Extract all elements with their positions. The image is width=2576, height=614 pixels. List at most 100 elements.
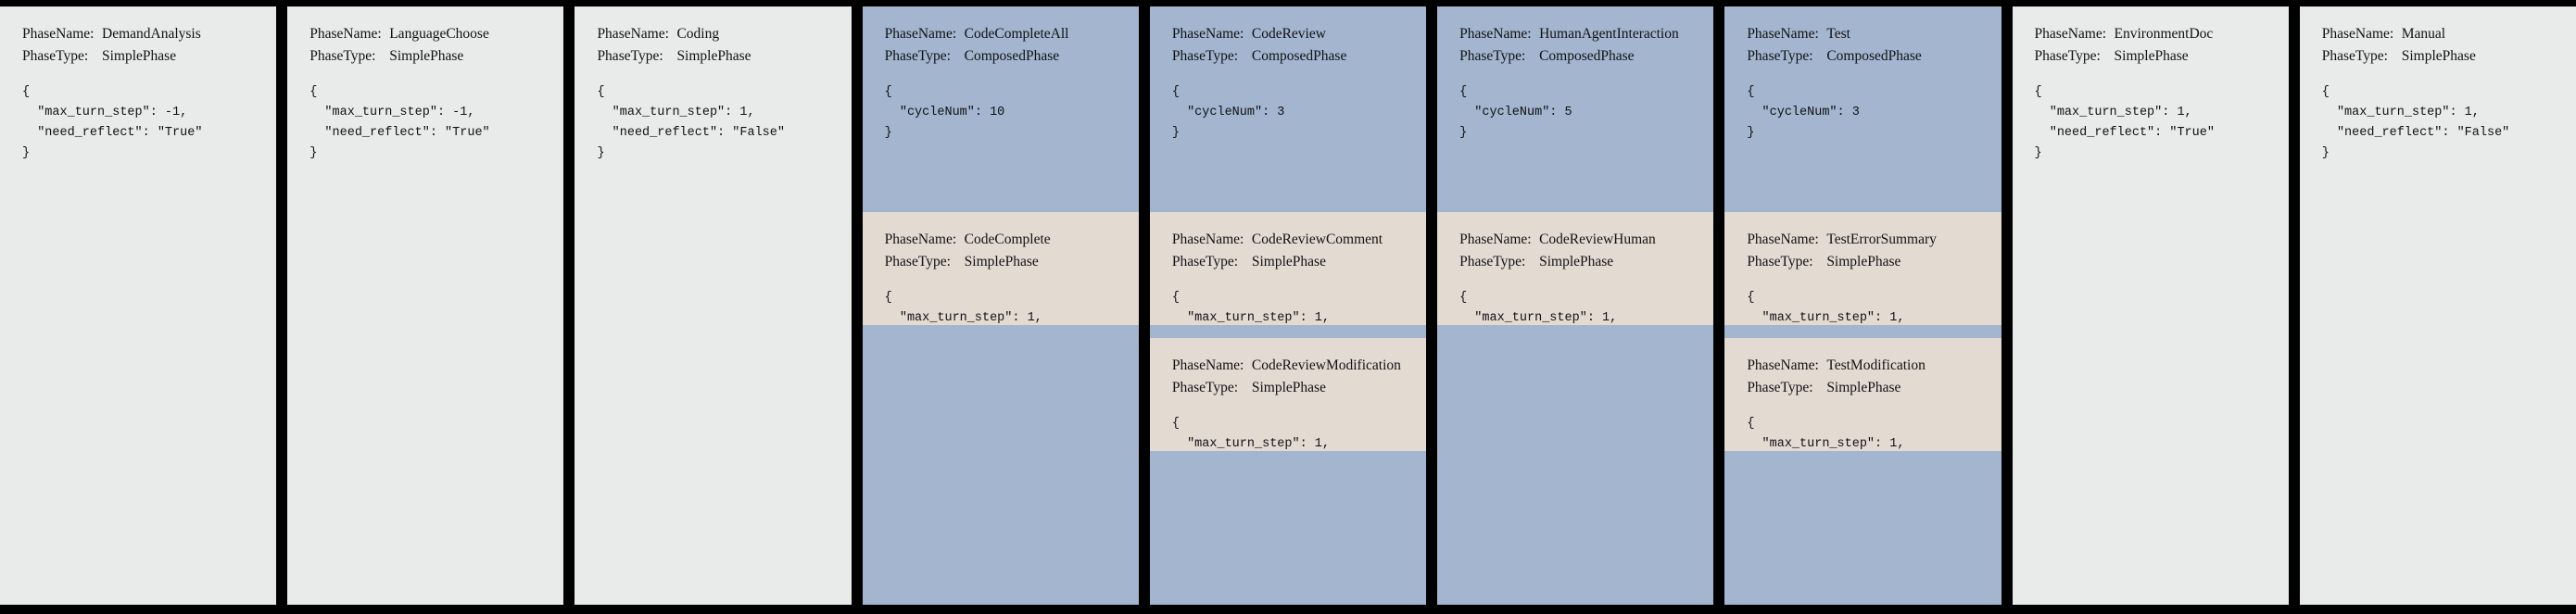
phase-type-value: SimplePhase	[2401, 47, 2476, 64]
phase-type-row: PhaseType:SimplePhase	[597, 45, 828, 68]
subphase-panel-codecomplete[interactable]: PhaseName: CodeComplete PhaseType: SimpleP…	[862, 212, 1139, 366]
composed-phase-filler	[1437, 325, 1714, 605]
phase-type-label: PhaseType:	[1171, 253, 1239, 269]
phase-type-value: SimplePhase	[102, 47, 177, 64]
phase-card-coding[interactable]: PhaseName:Coding PhaseType:SimplePhase {…	[575, 6, 852, 605]
phase-type-label: PhaseType:	[2321, 47, 2388, 64]
phase-type-row: PhaseType: ComposedPhase	[1747, 45, 1978, 68]
subphase-name-value: CodeComplete	[964, 232, 1051, 247]
phase-type-label: PhaseType:	[1171, 47, 1239, 64]
phase-config-json: { "max_turn_step": -1, "need_reflect": "…	[22, 85, 203, 160]
phase-name-row: PhaseName:Manual	[2322, 23, 2554, 45]
phase-name-label: PhaseName:	[1747, 26, 1819, 42]
phase-type-value: SimplePhase	[389, 47, 464, 64]
phase-name-value: CodeCompleteAll	[964, 26, 1069, 42]
subphase-type-value: SimplePhase	[1251, 253, 1326, 269]
subphase-type-value: SimplePhase	[964, 253, 1039, 269]
phase-name-label: PhaseName:	[884, 232, 957, 247]
phase-type-label: PhaseType:	[884, 253, 951, 269]
composed-phase-filler	[862, 325, 1139, 605]
subphase-name-value: TestErrorSummary	[1826, 232, 1937, 247]
phase-config-json: { "max_turn_step": 1, "need_reflect": "F…	[2321, 85, 2510, 160]
phase-name-label: PhaseName:	[597, 26, 669, 42]
phase-type-label: PhaseType:	[597, 47, 663, 64]
phase-panel-main: PhaseName: Test PhaseType: ComposedPhase {…	[1724, 6, 2001, 212]
phase-name-label: PhaseName:	[1171, 357, 1244, 373]
phase-name-label: PhaseName:	[884, 26, 957, 42]
subphase-type-row: PhaseType: SimplePhase	[1747, 377, 1978, 399]
subphase-name-value: CodeReviewComment	[1251, 232, 1383, 247]
phase-type-row: PhaseType:SimplePhase	[22, 45, 254, 68]
phase-name-label: PhaseName:	[309, 26, 382, 42]
phase-type-label: PhaseType:	[1459, 47, 1526, 64]
phase-name-row: PhaseName:DemandAnalysis	[22, 23, 254, 45]
phase-type-row: PhaseType:ComposedPhase	[1172, 45, 1404, 68]
subphase-panel-codereviewhuman[interactable]: PhaseName:CodeReviewHuman PhaseType: Simp…	[1437, 212, 1714, 366]
phase-type-value: ComposedPhase	[1539, 47, 1635, 64]
phase-name-label: PhaseName:	[2034, 26, 2107, 42]
phase-card-codereview[interactable]: PhaseName: CodeReview PhaseType:ComposedP…	[1149, 6, 1427, 605]
phase-type-label: PhaseType:	[2034, 47, 2101, 64]
subphase-name-row: PhaseName:CodeReviewHuman	[1459, 229, 1691, 251]
phase-type-label: PhaseType:	[309, 47, 376, 64]
phase-config-json: { "max_turn_step": 1, "need_reflect": "F…	[597, 85, 785, 160]
phase-type-label: PhaseType:	[1747, 379, 1813, 395]
phase-type-row: PhaseType:ComposedPhase	[885, 45, 1117, 68]
subphase-type-row: PhaseType: SimplePhase	[1747, 251, 1978, 273]
phase-type-row: PhaseType: ComposedPhase	[1459, 45, 1691, 68]
subphase-type-value: SimplePhase	[1826, 253, 1901, 269]
phase-name-value: Manual	[2401, 26, 2446, 42]
phase-card-manual[interactable]: PhaseName:Manual PhaseType: SimplePhase {…	[2299, 6, 2576, 605]
phase-name-value: EnvironmentDoc	[2114, 26, 2214, 42]
subphase-panel-testmodification[interactable]: PhaseName:TestModification PhaseType: Sim…	[1724, 338, 2001, 492]
subphase-name-row: PhaseName: TestErrorSummary	[1747, 229, 1978, 251]
phase-type-label: PhaseType:	[1459, 253, 1526, 269]
subphase-type-value: SimplePhase	[1539, 253, 1614, 269]
subphase-name-value: CodeReviewModification	[1251, 357, 1401, 373]
phase-config-json: { "cycleNum": 3 }	[1171, 85, 1285, 140]
phase-config-json: { "cycleNum": 5 }	[1459, 85, 1572, 140]
subphase-type-value: SimplePhase	[1826, 379, 1901, 395]
subphase-divider	[1149, 325, 1427, 338]
subphase-panel-codereviewcomment[interactable]: PhaseName:CodeReviewComment PhaseType: Si…	[1149, 212, 1427, 366]
subphase-type-row: PhaseType: SimplePhase	[1459, 251, 1691, 273]
subphase-name-row: PhaseName:TestModification	[1747, 355, 1978, 377]
phase-name-label: PhaseName:	[1747, 232, 1819, 247]
subphase-panel-testerrorsummary[interactable]: PhaseName: TestErrorSummary PhaseType: Sim…	[1724, 212, 2001, 366]
phase-name-value: CodeReview	[1251, 26, 1326, 42]
subphase-panel-codereviewmodification[interactable]: PhaseName: CodeReviewModification PhaseTy…	[1149, 338, 1427, 492]
subphase-divider	[1724, 325, 2001, 338]
phase-config-json: { "max_turn_step": 1, "need_reflect": "T…	[2034, 85, 2215, 160]
phase-config-json: { "cycleNum": 10 }	[884, 85, 1005, 140]
subphase-type-row: PhaseType: SimplePhase	[885, 251, 1117, 273]
subphase-name-row: PhaseName: CodeComplete	[885, 229, 1117, 251]
phase-name-row: PhaseName: CodeCompleteAll	[885, 23, 1117, 45]
phase-card-languagechoose[interactable]: PhaseName: LanguageChoose PhaseType: Simpl…	[287, 6, 564, 605]
composed-phase-filler	[1724, 451, 2001, 605]
subphase-name-row: PhaseName:CodeReviewComment	[1172, 229, 1404, 251]
phase-name-label: PhaseName:	[1747, 357, 1819, 373]
subphase-name-row: PhaseName: CodeReviewModification	[1172, 355, 1404, 377]
phase-name-row: PhaseName: HumanAgentInteraction	[1459, 23, 1691, 45]
phase-config-json: { "max_turn_step": -1, "need_reflect": "…	[309, 85, 490, 160]
phase-name-label: PhaseName:	[1459, 26, 1532, 42]
phase-card-test[interactable]: PhaseName: Test PhaseType: ComposedPhase {…	[1724, 6, 2001, 605]
phase-panel-main: PhaseName:CodeReview PhaseType:ComposedP…	[1149, 6, 1427, 212]
phase-name-value: LanguageChoose	[389, 26, 489, 42]
phase-name-value: Test	[1826, 26, 1850, 42]
phase-name-value: HumanAgentInteraction	[1539, 26, 1679, 42]
phase-card-codecompleteall[interactable]: PhaseName: CodeCompleteAll PhaseType:Comp…	[862, 6, 1139, 605]
phase-card-humanagentinteraction[interactable]: PhaseName: HumanAgentInteraction PhaseTyp…	[1437, 6, 1714, 605]
phase-config-json: { "cycleNum": 3 }	[1747, 85, 1860, 140]
phase-type-label: PhaseType:	[1747, 47, 1813, 64]
composed-phase-filler	[1149, 451, 1427, 605]
phase-type-value: ComposedPhase	[1826, 47, 1922, 64]
phase-card-demandanalysis[interactable]: PhaseName:DemandAnalysis PhaseType:Simpl…	[0, 6, 277, 605]
phase-type-row: PhaseType: SimplePhase	[309, 45, 541, 68]
subphase-type-row: PhaseType:SimplePhase	[1172, 377, 1404, 399]
subphase-type-row: PhaseType: SimplePhase	[1172, 251, 1404, 273]
phase-panel-main: PhaseName:Coding PhaseType:SimplePhase {…	[575, 6, 852, 605]
phase-card-environmentdoc[interactable]: PhaseName:EnvironmentDoc PhaseType:Simpl…	[2012, 6, 2289, 605]
phase-type-label: PhaseType:	[1747, 253, 1813, 269]
